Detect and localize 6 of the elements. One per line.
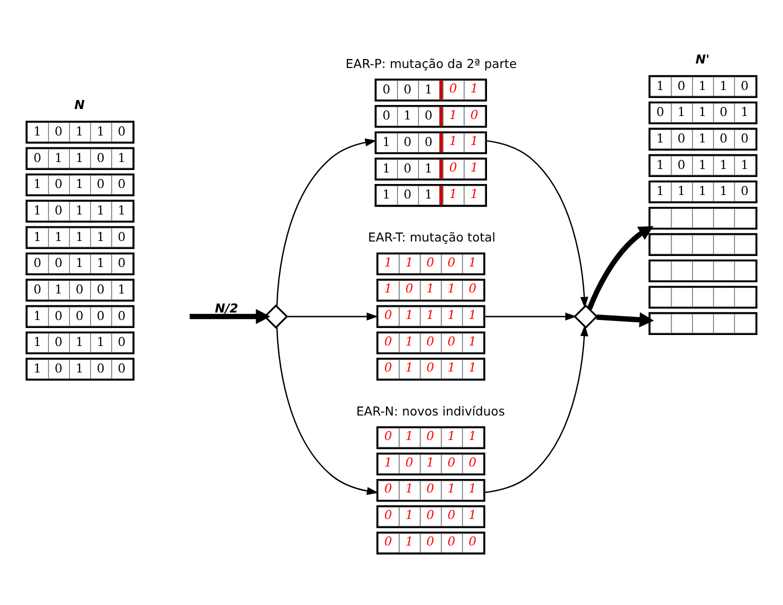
label: EAR-T: mutação total: [368, 230, 496, 245]
label: N': [696, 52, 710, 66]
label: N: [74, 98, 85, 112]
label: EAR-N: novos indivíduos: [356, 404, 505, 418]
edge-label: N/2: [214, 301, 238, 316]
label: EAR-P: mutação da 2ª parte: [346, 56, 517, 71]
